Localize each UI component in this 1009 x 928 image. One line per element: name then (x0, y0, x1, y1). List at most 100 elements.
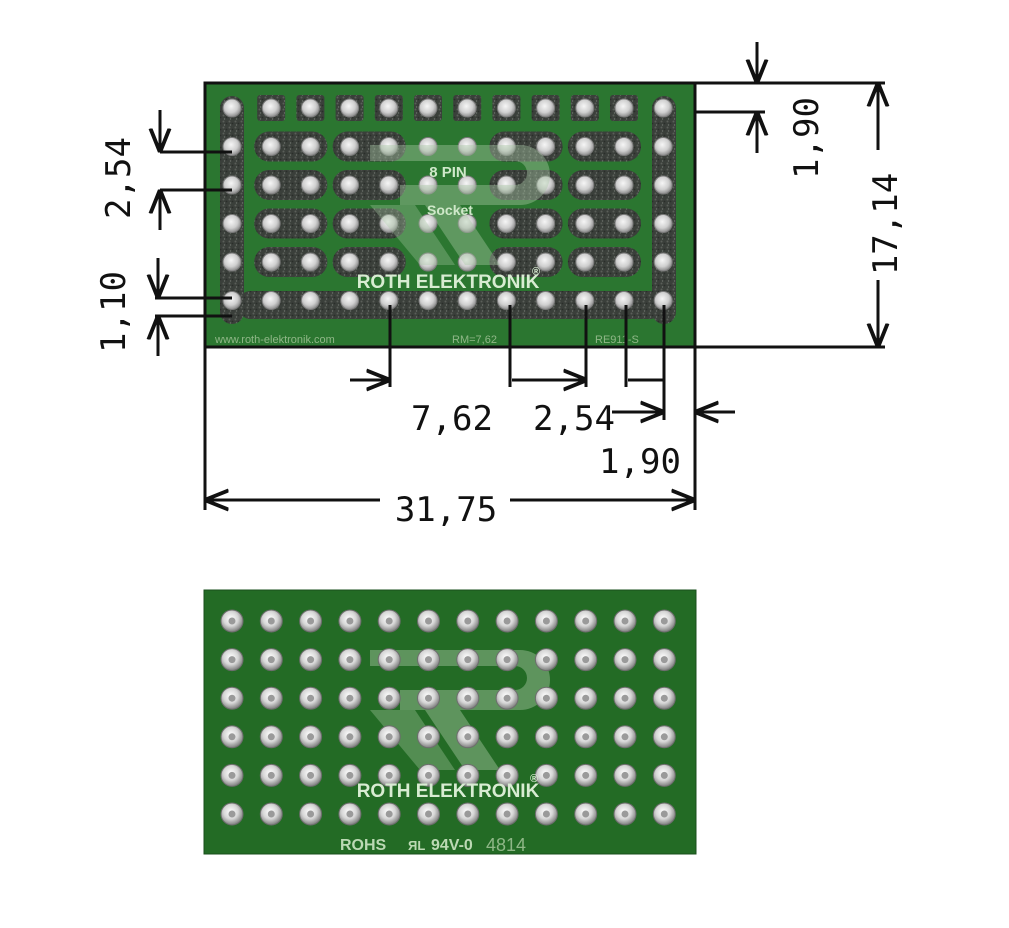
bottom-pad-hole (621, 617, 629, 625)
top-pad (536, 252, 556, 272)
bottom-brand-label: ROTH ELEKTRONIK (357, 781, 540, 802)
top-pad (536, 291, 556, 310)
bottom-logo (370, 650, 550, 770)
bottom-pad-hole (307, 694, 315, 702)
rohs-label: ROHS (340, 837, 387, 854)
top-pad (614, 137, 634, 156)
top-pad (457, 214, 477, 233)
top-pad (575, 98, 595, 118)
top-pad (261, 252, 281, 272)
top-pad (457, 291, 477, 310)
bottom-view-board: ROTH ELEKTRONIK ® ROHS ЯL 94V-0 4814 (203, 589, 697, 855)
top-pad (457, 98, 477, 118)
bottom-pad-hole (385, 617, 393, 625)
bottom-pad-hole (660, 810, 668, 818)
bottom-pad-hole (425, 810, 432, 818)
bottom-pad-hole (425, 733, 432, 741)
top-pad (300, 98, 320, 118)
bottom-pad-hole (503, 694, 511, 702)
top-pad (457, 175, 477, 195)
ul-mark: ЯL (408, 838, 425, 853)
date-code-label: 4814 (486, 835, 526, 855)
bottom-pad-hole (228, 617, 236, 625)
top-pad (496, 98, 516, 118)
top-brand-label: ROTH ELEKTRONIK (357, 272, 540, 293)
dim-label-side-margin: 1,90 (599, 442, 681, 482)
bottom-registered-mark: ® (530, 773, 538, 785)
top-pad (418, 214, 438, 233)
top-pad (340, 98, 360, 118)
bottom-pad-hole (346, 733, 354, 741)
bottom-pad-hole (267, 810, 275, 818)
top-pad (418, 252, 438, 272)
bottom-pad-hole (582, 694, 590, 702)
bottom-pad-hole (503, 771, 511, 779)
bottom-pad-hole (425, 771, 432, 779)
website-label: www.roth-elektronik.com (214, 334, 335, 346)
bottom-pad-hole (307, 656, 315, 664)
bottom-pad-hole (503, 810, 511, 818)
top-pad (261, 98, 281, 118)
top-pad (614, 252, 634, 272)
top-pad (340, 137, 360, 156)
top-pad (300, 214, 320, 233)
edge-copper-strip (652, 96, 676, 324)
top-pad (457, 137, 477, 156)
bottom-pad-hole (228, 656, 236, 664)
top-pad (536, 137, 556, 156)
top-pad (222, 252, 242, 272)
bottom-pad-hole (621, 810, 629, 818)
bottom-pad-hole (660, 771, 668, 779)
top-pad (536, 214, 556, 233)
bottom-pad-hole (307, 810, 315, 818)
bottom-pad-hole (346, 771, 354, 779)
top-pad (653, 175, 673, 195)
bottom-pad-hole (425, 656, 432, 664)
bottom-pad-hole (621, 771, 629, 779)
top-pad (496, 137, 516, 156)
top-pad (575, 137, 595, 156)
top-pad (340, 291, 360, 310)
top-pad (379, 137, 399, 156)
bottom-pad-hole (542, 733, 550, 741)
bottom-pad-hole (542, 694, 550, 702)
top-pad (653, 137, 673, 156)
top-pad (379, 214, 399, 233)
bottom-pad-hole (582, 617, 590, 625)
top-pad (418, 175, 438, 195)
top-view-board: 8 PIN Socket ROTH ELEKTRONIK ® www.roth-… (203, 81, 697, 349)
bottom-pad-hole (228, 771, 236, 779)
bottom-pad-hole (385, 733, 393, 741)
top-pad (496, 291, 516, 310)
dim-label-pitch-vertical: 2,54 (99, 137, 139, 219)
bottom-pad-hole (464, 656, 472, 664)
bottom-pad-hole (228, 694, 236, 702)
top-pad (261, 291, 281, 310)
bottom-pad-hole (307, 617, 315, 625)
top-pad (575, 252, 595, 272)
bottom-pad-hole (582, 733, 590, 741)
top-pad (379, 252, 399, 272)
socket-label-line2: Socket (427, 202, 473, 218)
bottom-pad-hole (228, 733, 236, 741)
top-pad (575, 175, 595, 195)
part-code-label: RE911-S (595, 334, 639, 346)
bottom-pad-hole (503, 733, 511, 741)
bottom-pad-hole (267, 617, 275, 625)
top-pad (418, 291, 438, 310)
bottom-pad-hole (542, 656, 550, 664)
bottom-pad-hole (582, 771, 590, 779)
rm-label: RM=7,62 (452, 334, 497, 346)
bottom-pad-hole (503, 617, 511, 625)
top-pad (496, 214, 516, 233)
top-pad (614, 291, 634, 310)
bottom-pad-hole (660, 694, 668, 702)
bottom-pad-hole (425, 617, 432, 625)
bottom-board-outline (204, 590, 696, 854)
bottom-pad-hole (346, 694, 354, 702)
top-pad (261, 214, 281, 233)
bottom-pad-hole (621, 733, 629, 741)
bottom-pad-hole (621, 694, 629, 702)
bottom-pad-hole (385, 656, 393, 664)
